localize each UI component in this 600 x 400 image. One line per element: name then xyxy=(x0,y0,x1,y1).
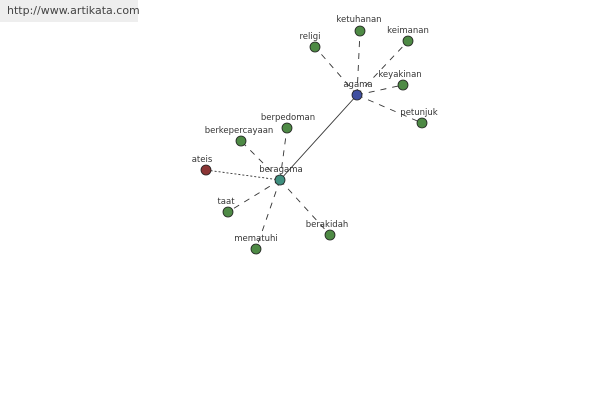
node-label-ateis[interactable]: ateis xyxy=(192,155,213,165)
node-petunjuk[interactable]: petunjuk xyxy=(400,108,438,129)
node-dot-religi[interactable] xyxy=(309,41,321,53)
node-ateis[interactable]: ateis xyxy=(192,155,213,176)
node-dot-keyakinan[interactable] xyxy=(397,79,409,91)
node-label-mematuhi[interactable]: mematuhi xyxy=(234,234,277,244)
node-label-petunjuk[interactable]: petunjuk xyxy=(400,108,437,118)
node-berakidah[interactable]: berakidah xyxy=(306,220,349,241)
node-dot-keimanan[interactable] xyxy=(402,35,414,47)
node-keimanan[interactable]: keimanan xyxy=(387,26,429,47)
node-dot-mematuhi[interactable] xyxy=(250,243,262,255)
edge-beragama-ateis xyxy=(205,169,281,181)
node-mematuhi[interactable]: mematuhi xyxy=(234,234,278,255)
node-layer: agama beragama ketuhanan keimanan religi keya… xyxy=(192,15,438,255)
edge-agama-keimanan xyxy=(356,40,409,96)
edge-beragama-berakidah xyxy=(279,179,331,236)
source-url-link[interactable]: http://www.artikata.com xyxy=(7,4,140,17)
source-banner: http://www.artikata.com xyxy=(0,0,140,22)
node-agama[interactable]: agama xyxy=(343,80,373,101)
node-keyakinan[interactable]: keyakinan xyxy=(378,70,422,91)
node-label-beragama[interactable]: beragama xyxy=(259,165,302,175)
node-label-agama[interactable]: agama xyxy=(343,80,372,90)
node-dot-petunjuk[interactable] xyxy=(416,117,428,129)
node-label-taat[interactable]: taat xyxy=(217,197,235,207)
edge-beragama-mematuhi xyxy=(255,179,281,250)
node-label-berakidah[interactable]: berakidah xyxy=(306,220,349,230)
node-label-berkepercayaan[interactable]: berkepercayaan xyxy=(205,126,274,136)
node-dot-berpedoman[interactable] xyxy=(281,122,293,134)
edge-agama-religi xyxy=(314,46,358,96)
edge-agama-keyakinan xyxy=(356,84,404,96)
node-berkepercayaan[interactable]: berkepercayaan xyxy=(205,126,274,147)
edge-agama-ketuhanan xyxy=(356,30,361,96)
node-ketuhanan[interactable]: ketuhanan xyxy=(336,15,382,37)
edge-layer xyxy=(205,30,423,250)
node-dot-taat[interactable] xyxy=(222,206,234,218)
edge-beragama-berkepercayaan xyxy=(240,140,281,181)
edge-beragama-taat xyxy=(227,179,281,213)
node-dot-berakidah[interactable] xyxy=(324,229,336,241)
node-dot-berkepercayaan[interactable] xyxy=(235,135,247,147)
node-beragama[interactable]: beragama xyxy=(259,165,303,186)
node-label-keimanan[interactable]: keimanan xyxy=(387,26,429,36)
node-religi[interactable]: religi xyxy=(299,32,321,53)
node-dot-ketuhanan[interactable] xyxy=(354,25,366,37)
node-berpedoman[interactable]: berpedoman xyxy=(261,113,315,134)
node-label-ketuhanan[interactable]: ketuhanan xyxy=(336,15,381,25)
node-dot-beragama[interactable] xyxy=(274,174,286,186)
node-taat[interactable]: taat xyxy=(217,197,235,218)
node-label-berpedoman[interactable]: berpedoman xyxy=(261,113,315,123)
edge-beragama-berpedoman xyxy=(279,127,288,181)
edge-agama-beragama xyxy=(279,94,358,181)
node-label-religi[interactable]: religi xyxy=(299,32,320,42)
node-label-keyakinan[interactable]: keyakinan xyxy=(378,70,421,80)
node-dot-agama[interactable] xyxy=(351,89,363,101)
node-dot-ateis[interactable] xyxy=(200,164,212,176)
